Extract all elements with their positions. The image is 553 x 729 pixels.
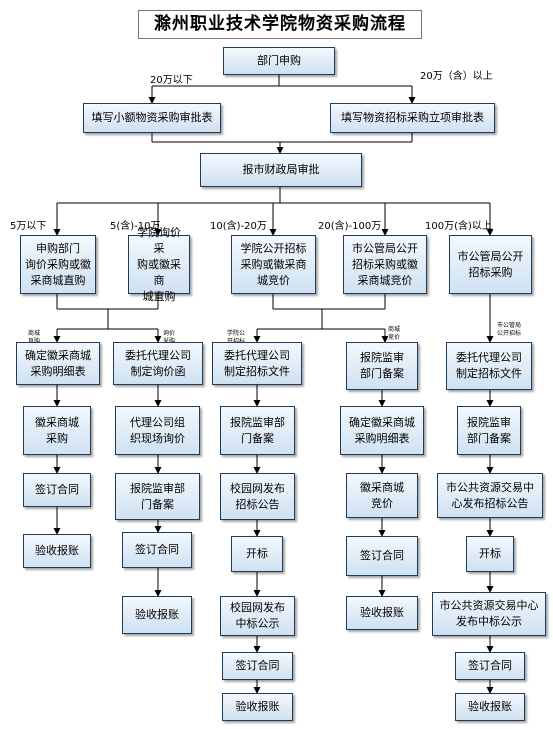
node-b-agent-inquiry-letter: 委托代理公司 制定询价函 [113, 342, 203, 385]
node-e-city-award-notice: 市公共资源交易中心 发布中标公示 [432, 592, 546, 636]
node-c-bid-opening: 开标 [231, 536, 283, 572]
small-label-college-bid: 学院公 开招标 [227, 330, 246, 345]
node-c-audit-filing: 报院监审部 门备案 [220, 406, 295, 455]
node-e-bid-opening: 开标 [466, 536, 514, 572]
label-over-20w: 20万（含）以上 [420, 71, 493, 82]
node-c-college-bid: 学院公开招标 采购或徽采商 城竞价 [231, 235, 316, 294]
node-c-sign-contract: 签订合同 [222, 652, 293, 680]
label-range-5: 100万(含)以上 [425, 221, 492, 232]
page-title: 滁州职业技术学院物资采购流程 [138, 10, 422, 39]
node-a-mall-purchase: 徽采商城 采购 [23, 406, 91, 455]
node-e-city-bid-notice: 市公共资源交易中 心发布招标公告 [437, 473, 543, 518]
node-d-audit-filing: 报院监审 部门备案 [346, 342, 418, 390]
node-a-mall-list: 确定徽采商城 采购明细表 [16, 342, 100, 385]
node-small-form: 填写小额物资采购审批表 [83, 103, 221, 133]
node-a-dept-inquiry: 申购部门 询价采购或徽 采商城直购 [20, 235, 96, 294]
node-b-sign-contract: 签订合同 [122, 532, 192, 568]
node-d-mall-list: 确定徽采商城 采购明细表 [340, 406, 424, 455]
label-range-4: 20(含)-100万 [318, 221, 382, 232]
node-b-onsite-inquiry: 代理公司组 织现场询价 [115, 406, 200, 455]
small-label-city-bid: 市公管局 公开招标 [497, 322, 522, 337]
label-range-3: 10(含)-20万 [210, 221, 267, 232]
node-c-campus-award-notice: 校园网发布 中标公示 [220, 596, 295, 636]
node-d-sign-contract: 签订合同 [346, 536, 418, 576]
node-e-agent-bid-docs: 委托代理公司 制定招标文件 [446, 342, 532, 390]
node-d-acceptance: 验收报账 [346, 596, 418, 630]
node-a-sign-contract: 签订合同 [23, 473, 91, 507]
node-c-agent-bid-docs: 委托代理公司 制定招标文件 [212, 342, 302, 385]
node-e-sign-contract: 签订合同 [455, 652, 525, 680]
node-d-mall-bidding: 徽采商城 竞价 [346, 473, 418, 518]
node-e-city-bid: 市公管局公开 招标采购 [449, 235, 532, 294]
node-b-college-inquiry: 学院询价采 购或徽采商 城直购 [128, 226, 190, 303]
small-label-mall-direct: 商城 直购 [28, 330, 41, 345]
node-b-audit-filing: 报院监审部 门备案 [115, 473, 200, 520]
node-finance-approval: 报市财政局审批 [200, 153, 362, 187]
node-a-acceptance: 验收报账 [23, 534, 91, 568]
node-b-acceptance: 验收报账 [122, 596, 192, 634]
label-range-2: 5(含)-10万 [110, 221, 161, 232]
label-range-1: 5万以下 [10, 221, 47, 232]
node-bid-form: 填写物资招标采购立项审批表 [330, 103, 495, 133]
small-label-inquiry: 询价 采购 [163, 330, 176, 345]
small-label-mall-bidding: 商城 竞价 [388, 326, 401, 341]
node-dept-request: 部门申购 [223, 47, 335, 75]
node-e-audit-filing: 报院监审 部门备案 [457, 406, 521, 455]
node-e-acceptance: 验收报账 [455, 693, 525, 721]
node-d-city-bid-or-mall: 市公管局公开 招标采购或徽 采商城竞价 [343, 235, 427, 294]
node-c-campus-bid-notice: 校园网发布 招标公告 [220, 473, 295, 520]
label-under-20w: 20万以下 [150, 75, 193, 86]
node-c-acceptance: 验收报账 [222, 693, 293, 721]
